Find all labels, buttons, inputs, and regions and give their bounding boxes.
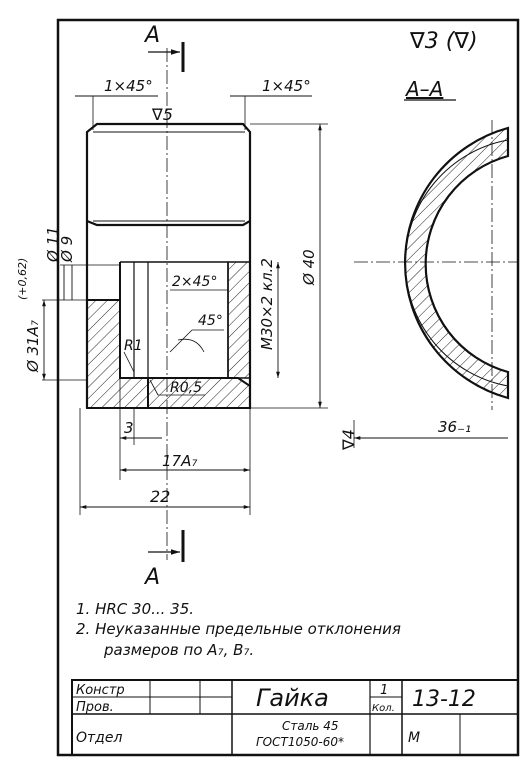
section-title: A–A [404,77,443,101]
hatched-base-right [147,377,251,409]
tb-qty-label: Кол. [372,703,395,714]
main-view [85,48,252,560]
dim-d11: Ø 11 [44,226,62,263]
dim-angle-45: 45° [198,313,223,329]
section-marker-top-label: A [143,23,160,48]
dim-width-3: 3 [124,419,134,437]
dim-width-36: 36₋₁ [438,418,471,436]
section-view [354,120,518,410]
dim-chamfer-left: 1×45° [104,77,153,95]
section-marker-top: A [143,23,185,72]
dim-chamfer-inner: 2×45° [172,274,217,290]
tb-material-line2: ГОСТ1050-60* [256,735,344,749]
note-2: 2. Неуказанные предельные отклонения [76,620,401,638]
surface-finish-general: ∇3 (∇) [409,29,478,54]
surface-finish-top: ∇5 [151,105,173,124]
dim-chamfer-right: 1×45° [262,77,311,95]
tb-drawing-number: 13-12 [412,687,476,712]
tb-role-checker: Пров. [76,700,114,715]
surface-finish-side: ∇4 [339,429,358,451]
tb-material-line1: Сталь 45 [282,719,339,733]
title-block: Констр Пров. Отдел Гайка 1 Кол. 13-12 Ст… [71,679,519,756]
tb-qty: 1 [380,683,388,698]
tb-part-name: Гайка [256,684,329,712]
dim-width-22: 22 [150,487,170,506]
tb-role-department: Отдел [76,730,122,746]
note-1: 1. HRC 30... 35. [76,600,194,618]
dim-thread: M30×2 кл.2 [258,258,276,350]
hatched-wall-left [86,299,149,409]
dim-width-17: 17A₇ [162,452,197,470]
section-marker-bottom: A [143,530,185,590]
tb-role-designer: Констр [76,683,125,698]
dim-r1: R1 [124,338,143,354]
dim-d31-tolerance: (+0,62) [16,258,29,300]
note-2-cont: размеров по A₇, B₇. [103,641,254,659]
hatched-thread [227,261,251,379]
section-marker-bottom-label: A [143,565,160,590]
dim-d40: Ø 40 [300,249,318,286]
dim-r05: R0,5 [170,380,202,396]
tb-scale-label: М [408,730,420,746]
dim-d9: Ø 9 [58,236,76,263]
dim-d31: Ø 31A₇ [24,320,42,373]
